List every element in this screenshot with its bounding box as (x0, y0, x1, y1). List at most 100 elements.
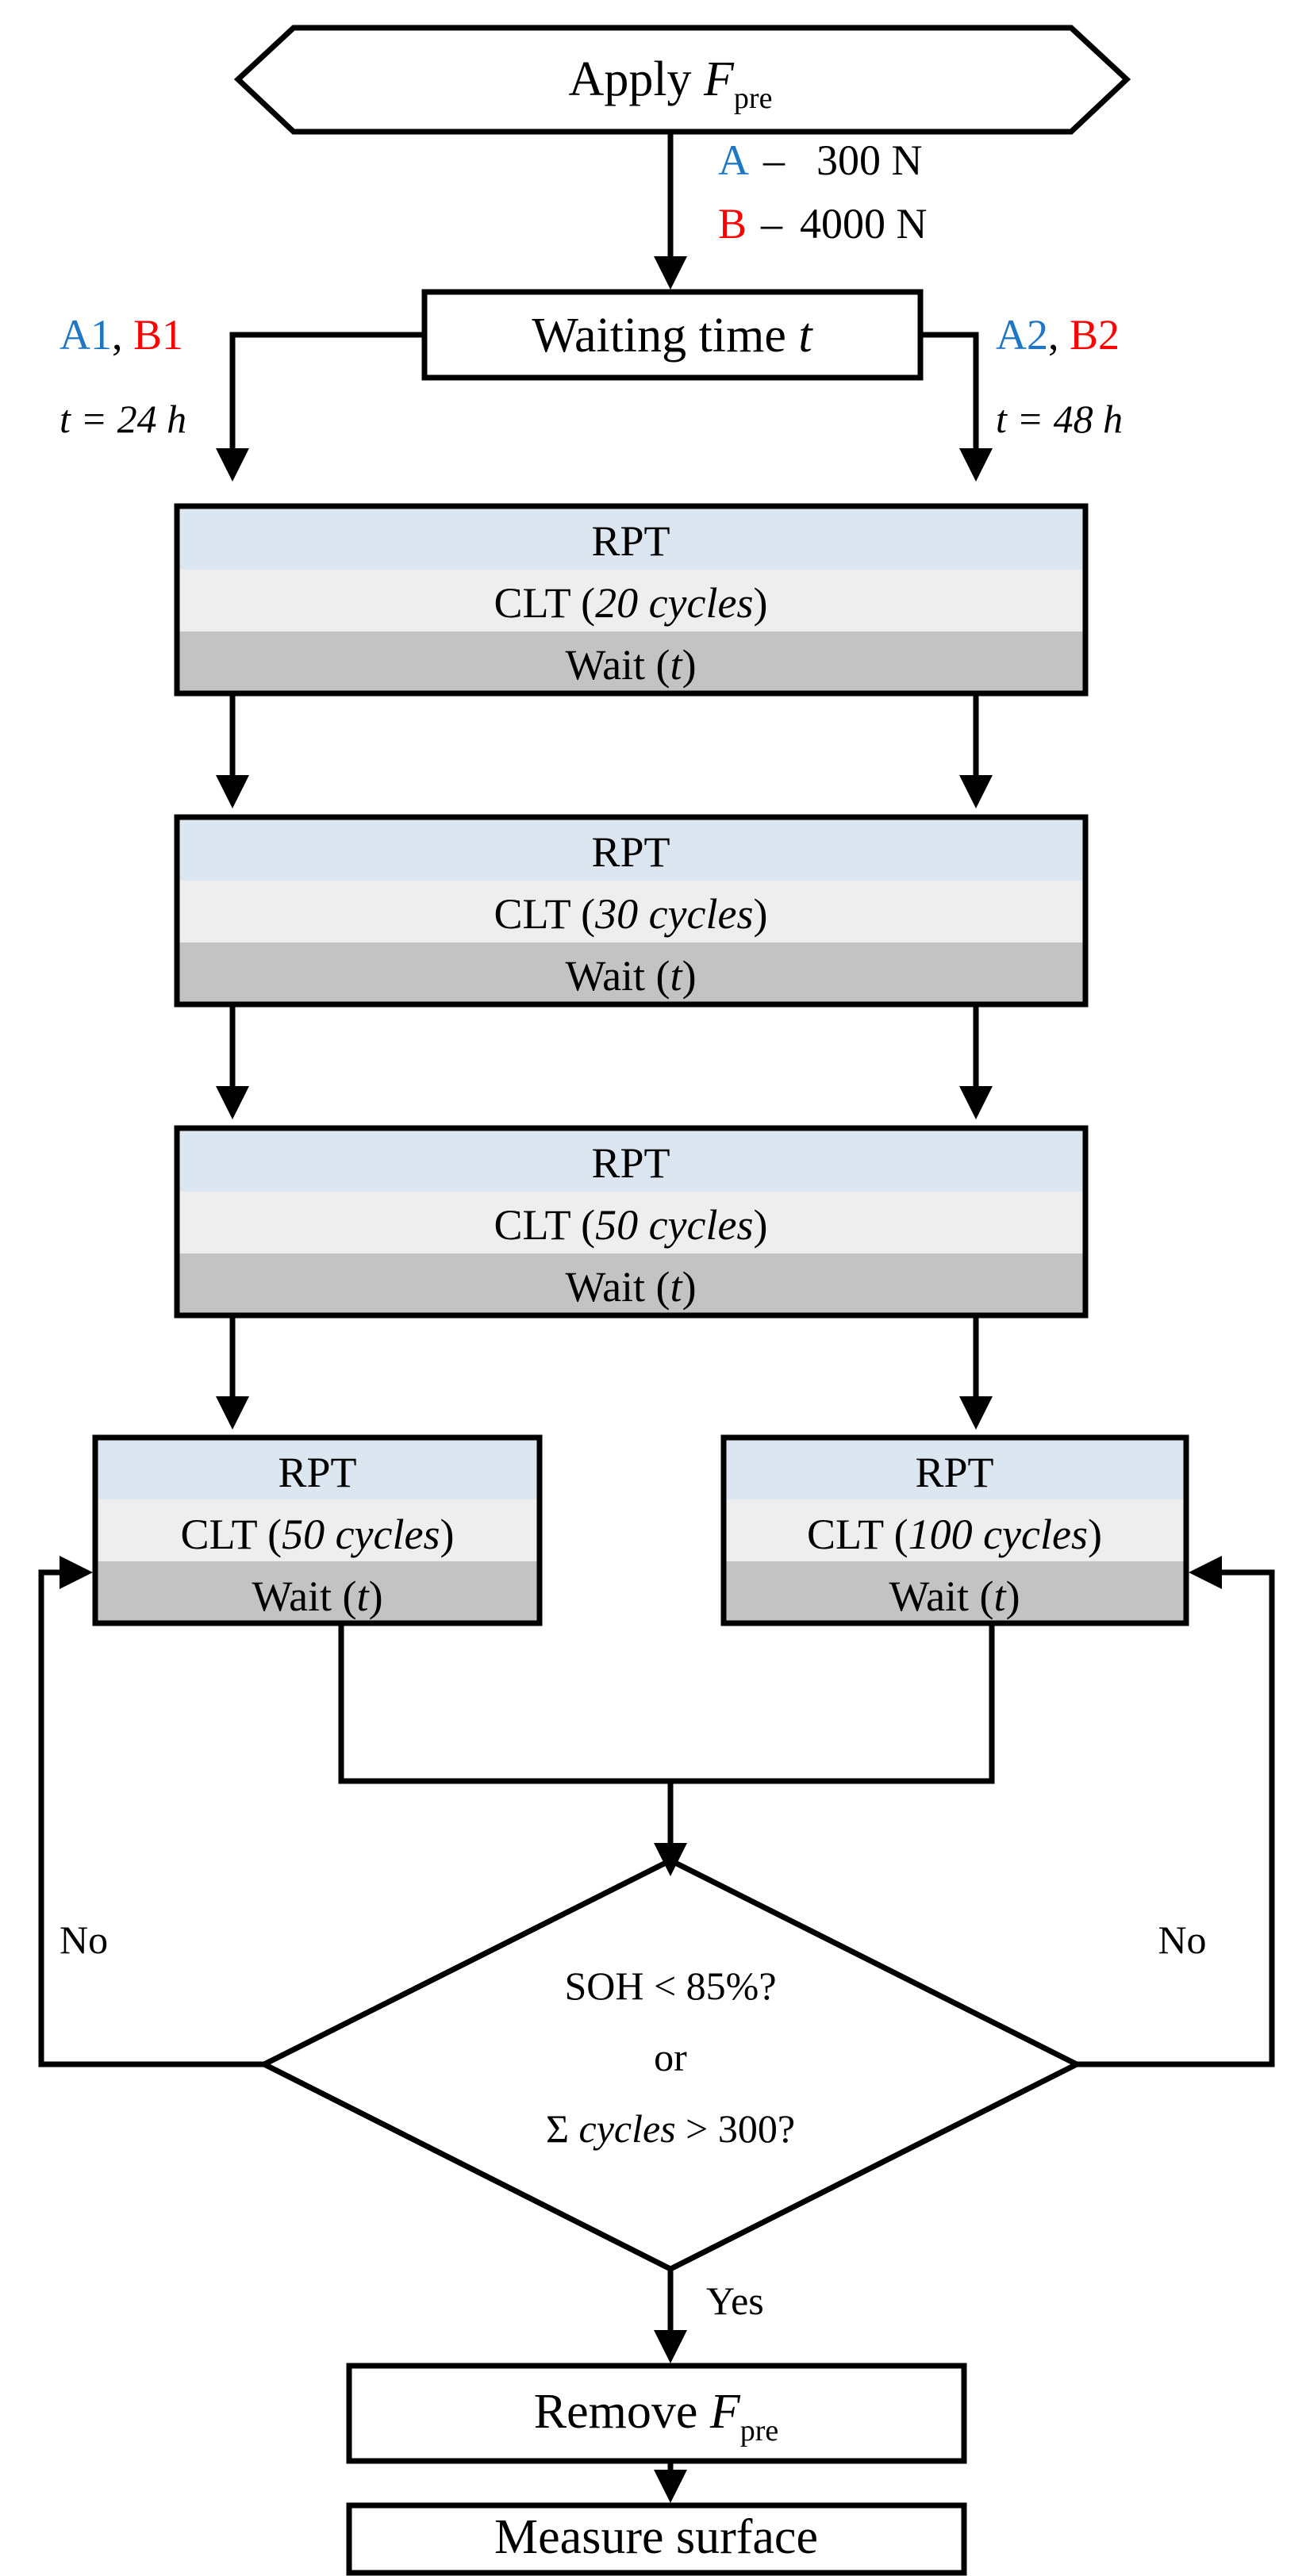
stage-2-clt-cycles: 30 cycles (594, 890, 753, 938)
start-node-label: Apply Fpre (569, 52, 773, 115)
stage-3-wait-var: t (670, 1263, 684, 1311)
stage-node-2[interactable]: RPT CLT (30 cycles) Wait (t) (174, 814, 1089, 1008)
stage-2-clt-label: CLT (30 cycles) (494, 890, 768, 938)
connector-no-left-loopback (38, 1556, 264, 2067)
force-legend-code-b: B (718, 200, 747, 248)
decision-node-soh[interactable]: SOH < 85%? or Σ cycles > 300? (258, 1857, 1083, 2272)
stage-1-wait-prefix: Wait ( (565, 641, 670, 689)
force-legend-row-a: A–300 N (718, 136, 923, 184)
loop-stage-node-right[interactable]: RPT CLT (100 cycles) Wait (t) (720, 1434, 1189, 1626)
loop-left-wait-band (95, 1561, 540, 1623)
loop-right-wait-band (724, 1561, 1186, 1623)
loop-right-clt-label: CLT (100 cycles) (807, 1511, 1102, 1558)
waiting-label-text: Waiting time (532, 309, 798, 363)
loop-right-wait-label: Wait (t) (889, 1572, 1020, 1620)
branch-label-left-codes: A1, B1 (60, 311, 183, 359)
branch-label-left-time: t = 24 h (60, 397, 186, 441)
branch-right-comma: , (1048, 311, 1070, 359)
stage-3-wait-suffix: ) (682, 1263, 697, 1311)
stage-2-clt-prefix: CLT ( (494, 890, 596, 938)
stage-2-rpt-band (177, 817, 1085, 881)
stage-1-wait-var: t (670, 641, 684, 689)
loop-left-wait-var: t (357, 1572, 371, 1620)
stage-1-wait-suffix: ) (682, 641, 697, 689)
branch-right-code-a: A2 (996, 311, 1048, 359)
remove-label-var: F (709, 2385, 741, 2439)
stage-3-rpt-label: RPT (591, 1139, 670, 1187)
loop-left-wait-prefix: Wait ( (252, 1572, 356, 1620)
end-node-remove-label: Remove Fpre (534, 2385, 779, 2447)
stage-3-wait-band (177, 1253, 1085, 1315)
branch-right-code-b: B2 (1070, 311, 1120, 359)
loop-left-rpt-label: RPT (278, 1449, 356, 1496)
stage-1-clt-cycles: 20 cycles (595, 579, 753, 627)
loop-left-clt-prefix: CLT ( (181, 1511, 282, 1558)
loop-left-clt-label: CLT (50 cycles) (181, 1511, 455, 1558)
connector-loop-merge-bar (338, 1623, 995, 1784)
start-label-main: Apply (569, 52, 705, 106)
stage-2-wait-var: t (670, 952, 684, 1000)
decision-line-2: or (654, 2035, 687, 2079)
stage-2-clt-suffix: ) (753, 890, 767, 938)
loop-left-clt-band (95, 1499, 540, 1561)
branch-left-code-a: A1 (60, 311, 112, 359)
loop-right-wait-suffix: ) (1006, 1572, 1020, 1620)
branch-label-right-time: t = 48 h (996, 397, 1123, 441)
branch-left-comma: , (112, 311, 133, 359)
stage-1-wait-label: Wait (t) (565, 641, 696, 689)
stage-1-wait-band (177, 632, 1085, 693)
remove-label-sub: pre (740, 2414, 779, 2447)
loop-right-clt-suffix: ) (1088, 1511, 1102, 1558)
stage-node-1[interactable]: RPT CLT (20 cycles) Wait (t) (174, 503, 1089, 697)
end-node-remove-fpre[interactable]: Remove Fpre (346, 2363, 967, 2464)
stage-2-wait-label: Wait (t) (565, 952, 696, 1000)
end-node-measure-surface[interactable]: Measure surface (346, 2502, 967, 2576)
stage-1-rpt-band (177, 506, 1085, 570)
waiting-time-node[interactable]: Waiting time t (421, 289, 924, 381)
decision-cycles: cycles (579, 2106, 676, 2151)
stage-1-clt-band (177, 570, 1085, 632)
stage-3-wait-label: Wait (t) (565, 1263, 696, 1311)
stage-2-wait-prefix: Wait ( (565, 952, 670, 1000)
decision-rest: > 300? (676, 2106, 795, 2151)
stage-3-clt-prefix: CLT ( (494, 1201, 596, 1249)
branch-label-right-codes: A2, B2 (996, 311, 1120, 359)
start-node-apply-fpre[interactable]: Apply Fpre (233, 25, 1131, 135)
stage-3-rpt-band (177, 1128, 1085, 1192)
force-legend-code-a: A (718, 136, 749, 184)
loop-right-wait-var: t (994, 1572, 1008, 1620)
decision-yes-label: Yes (706, 2278, 764, 2323)
stage-node-3[interactable]: RPT CLT (50 cycles) Wait (t) (174, 1125, 1089, 1319)
loop-right-clt-cycles: 100 cycles (908, 1511, 1088, 1558)
stage-1-rpt-label: RPT (591, 517, 670, 565)
stage-2-wait-suffix: ) (682, 952, 697, 1000)
stage-2-clt-band (177, 881, 1085, 942)
start-label-sub: pre (734, 82, 773, 115)
decision-sigma: Σ (546, 2106, 579, 2151)
stage-3-clt-cycles: 50 cycles (595, 1201, 753, 1249)
stage-3-clt-suffix: ) (753, 1201, 767, 1249)
waiting-time-label: Waiting time t (532, 309, 813, 363)
loop-left-rpt-band (95, 1438, 540, 1499)
loop-right-clt-prefix: CLT ( (807, 1511, 908, 1558)
stage-3-clt-band (177, 1192, 1085, 1253)
loop-stage-node-left[interactable]: RPT CLT (50 cycles) Wait (t) (92, 1434, 543, 1626)
stage-1-clt-prefix: CLT ( (494, 579, 596, 627)
branch-left-code-b: B1 (133, 311, 183, 359)
end-node-measure-label: Measure surface (494, 2510, 818, 2564)
start-label-var: F (703, 52, 735, 106)
connector-waiting-to-right-branch (920, 332, 993, 482)
loop-right-wait-prefix: Wait ( (889, 1572, 993, 1620)
stage-2-rpt-label: RPT (591, 828, 670, 876)
force-legend-value-b: 4000 N (800, 200, 928, 248)
force-legend-dash-b: – (760, 200, 783, 248)
loop-right-rpt-label: RPT (915, 1449, 993, 1496)
loop-left-wait-suffix: ) (369, 1572, 383, 1620)
remove-label-main: Remove (534, 2385, 710, 2439)
waiting-label-var: t (798, 309, 813, 363)
loop-left-wait-label: Wait (t) (252, 1572, 382, 1620)
loop-left-clt-cycles: 50 cycles (282, 1511, 440, 1558)
stage-3-clt-label: CLT (50 cycles) (494, 1201, 768, 1249)
decision-line-3: Σ cycles > 300? (546, 2106, 795, 2151)
